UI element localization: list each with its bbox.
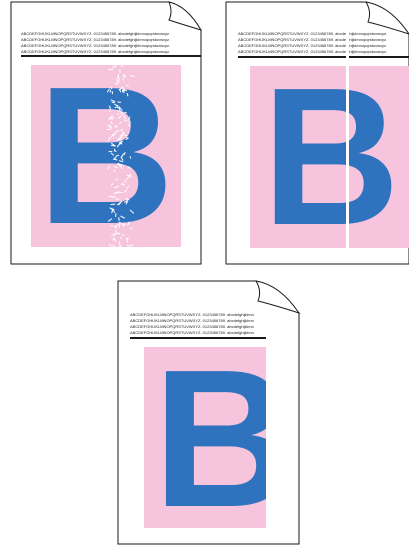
text-line-1: ABCDEFGHIJKLMNOPQRSTUVWXYZ. 0123456789. … [238,31,387,36]
sheet-white-speckles-drawing: ABCDEFGHIJKLMNOPQRSTUVWXYZ. 0123456789. … [11,2,201,264]
text-line-2: ABCDEFGHIJKLMNOPQRSTUVWXYZ. 0123456789. … [21,37,170,42]
white-speckle [126,238,129,239]
white-speckle [110,90,111,92]
white-speckle [121,167,122,169]
sheet-white-speckles: ABCDEFGHIJKLMNOPQRSTUVWXYZ. 0123456789. … [11,2,201,264]
text-line-2: ABCDEFGHIJKLMNOPQRSTUVWXYZ. 0123456789. … [238,37,387,42]
white-speckle [130,61,131,63]
letter-b: B [38,46,174,265]
text-line-1: ABCDEFGHIJKLMNOPQRSTUVWXYZ. 0123456789. … [130,312,254,317]
sheet-white-vertical-line: ABCDEFGHIJKLMNOPQRSTUVWXYZ. 0123456789. … [226,2,409,264]
white-vertical-streak [346,32,349,248]
white-speckle [127,94,128,97]
white-speckle [115,151,117,152]
white-speckle [112,122,113,124]
letter-b: B [262,47,400,266]
white-speckle [116,156,117,158]
white-speckle [127,176,130,177]
white-speckle [117,155,119,156]
white-speckle [119,218,120,221]
white-speckle [130,157,131,159]
white-speckle [117,199,119,200]
sheet-missing-right-edge-drawing: ABCDEFGHIJKLMNOPQRSTUVWXYZ. 0123456789. … [118,281,299,544]
text-line-1: ABCDEFGHIJKLMNOPQRSTUVWXYZ. 0123456789. … [21,31,170,36]
text-line-2: ABCDEFGHIJKLMNOPQRSTUVWXYZ. 0123456789. … [130,318,254,323]
sheet-missing-right-edge: ABCDEFGHIJKLMNOPQRSTUVWXYZ. 0123456789. … [118,281,299,544]
sheet-white-vertical-line-drawing: ABCDEFGHIJKLMNOPQRSTUVWXYZ. 0123456789. … [226,2,409,264]
